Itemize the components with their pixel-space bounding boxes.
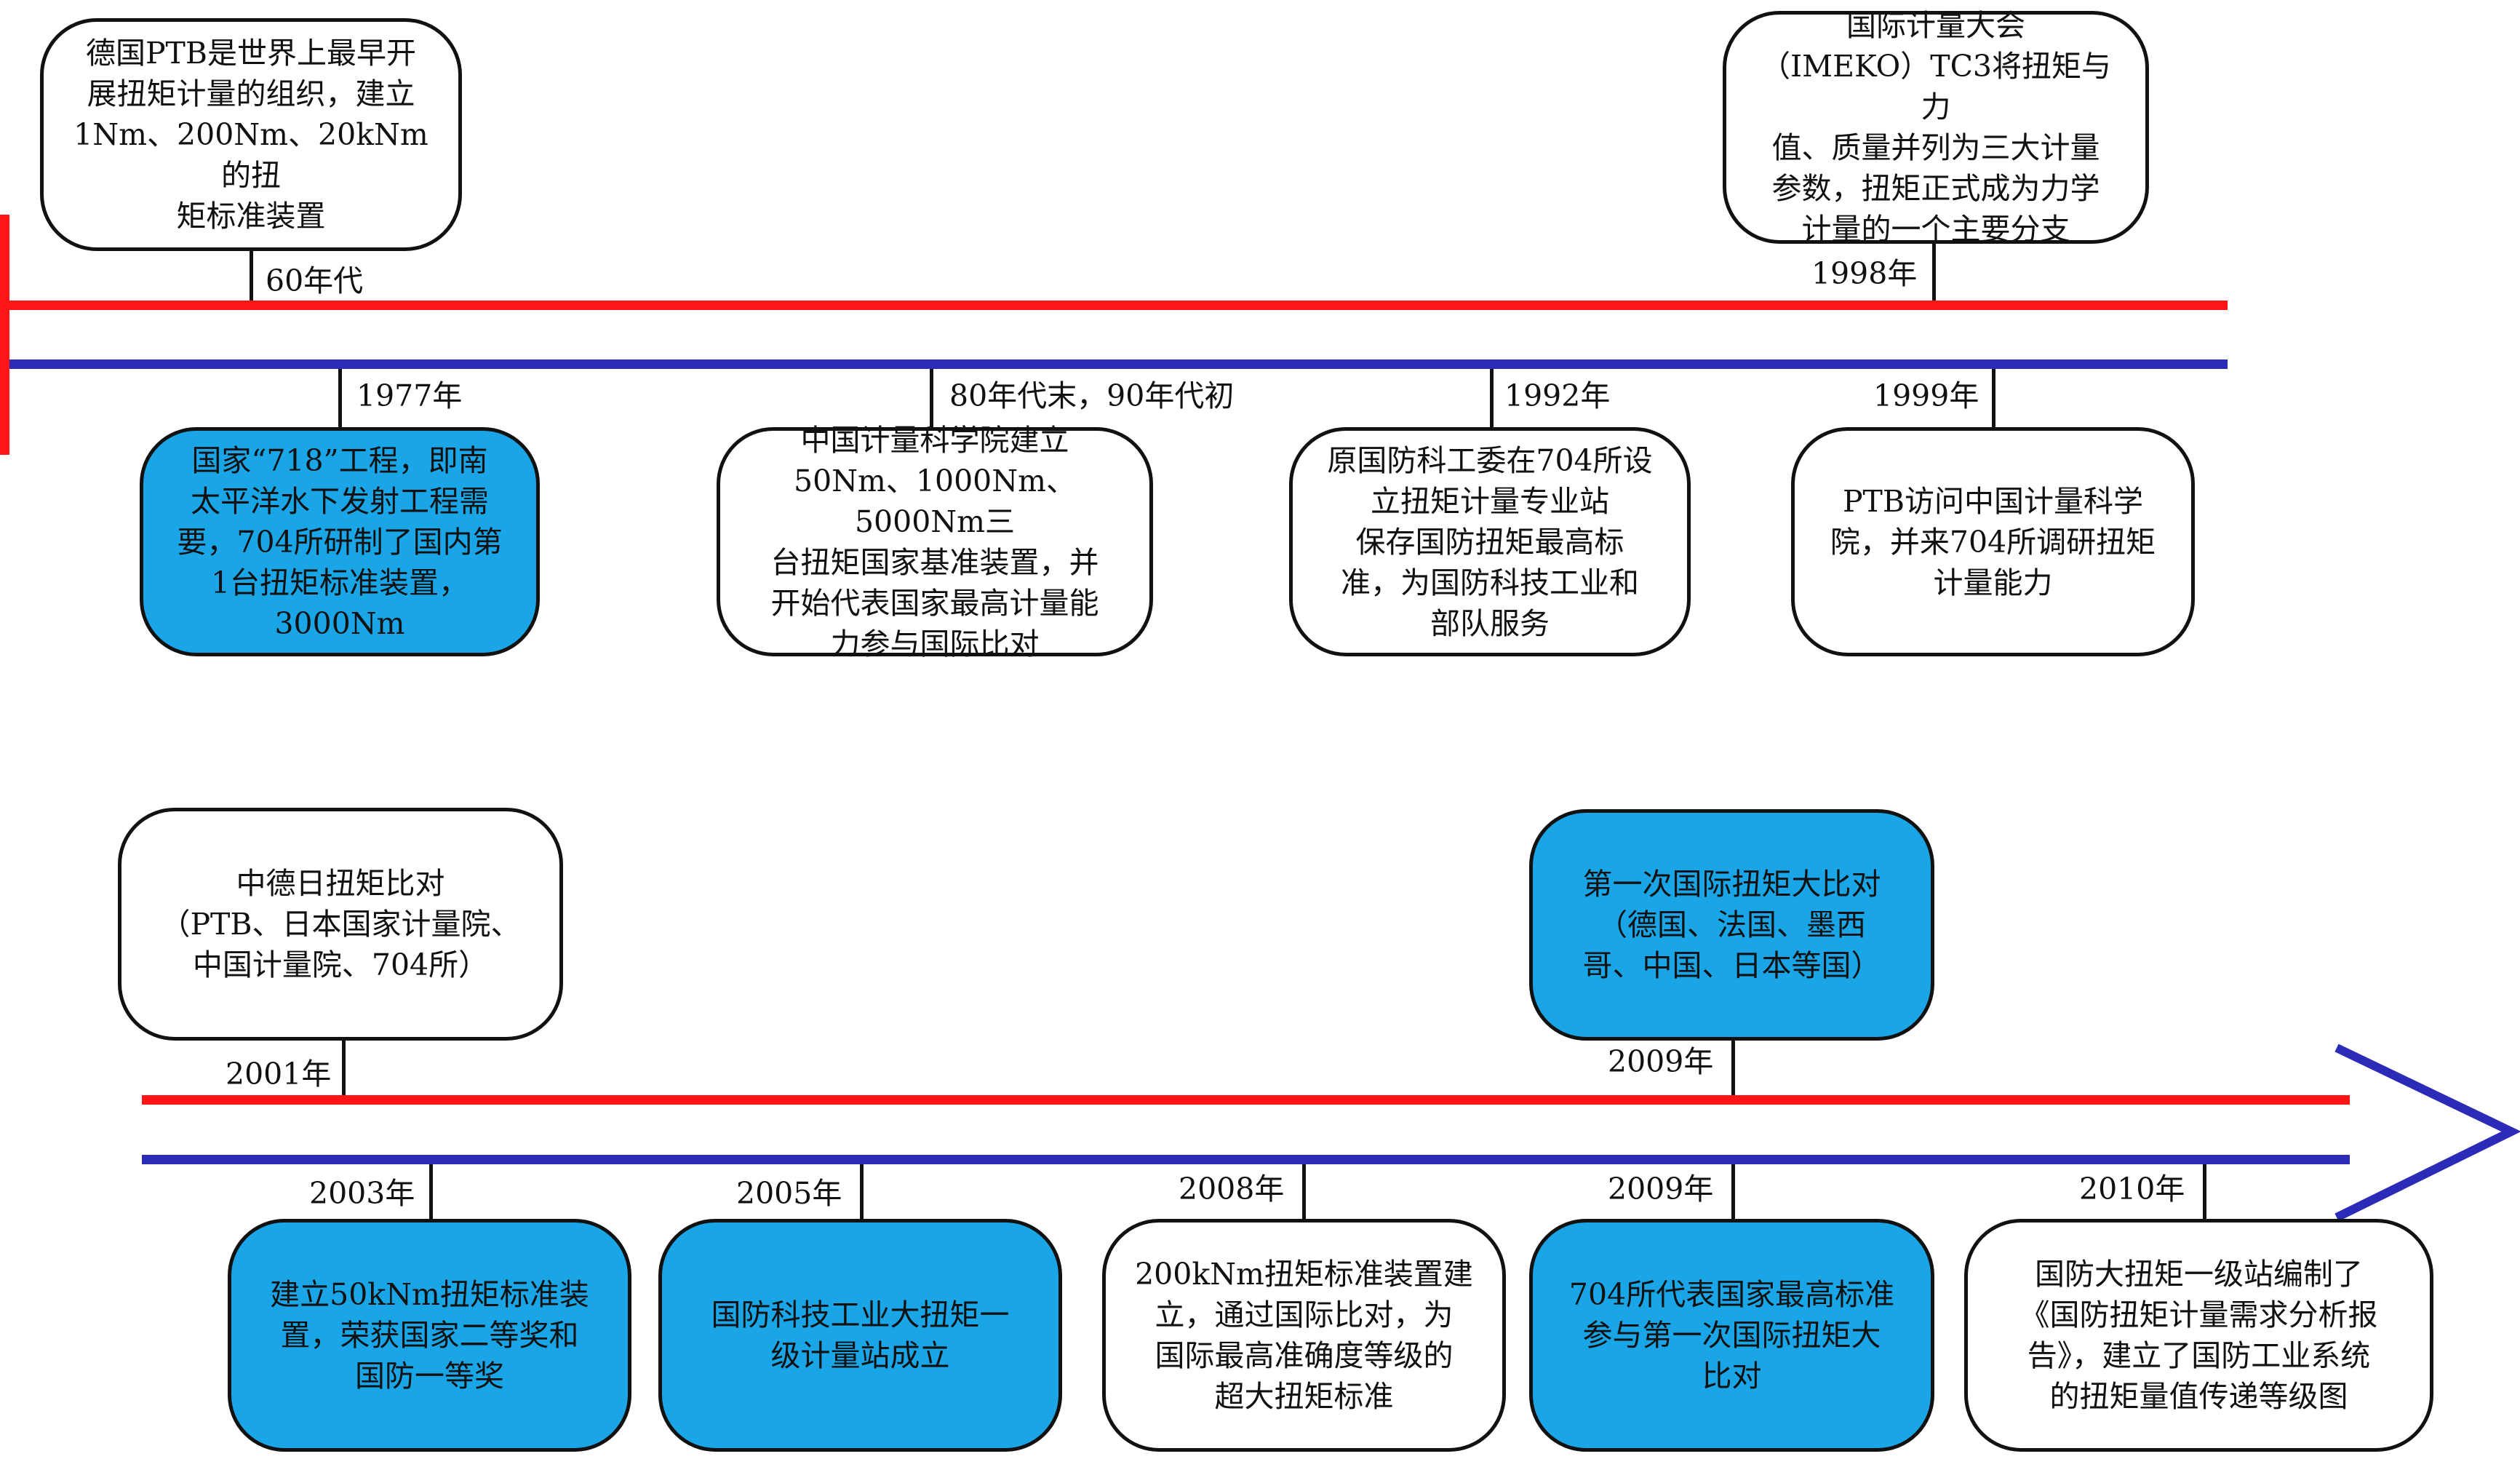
tick-1977 <box>338 369 342 427</box>
event-2009-704-participation: 704所代表国家最高标准 参与第一次国际扭矩大 比对 <box>1529 1219 1934 1452</box>
timeline2-blue-axis <box>142 1155 2350 1164</box>
tick-1998 <box>1932 244 1936 301</box>
year-label-2008: 2008年 <box>1179 1172 1285 1206</box>
tick-2009-top <box>1731 1041 1735 1095</box>
year-label-80s-90s: 80年代末，90年代初 <box>949 378 1235 413</box>
year-label-2005: 2005年 <box>736 1176 842 1211</box>
year-label-2009-bottom: 2009年 <box>1608 1172 1714 1206</box>
year-label-2010: 2010年 <box>2079 1172 2185 1206</box>
tick-2008 <box>1302 1164 1306 1219</box>
tick-2005 <box>860 1164 864 1219</box>
tick-2001 <box>342 1041 346 1095</box>
year-label-2009-top: 2009年 <box>1608 1044 1714 1079</box>
event-80s-nim-standards: 中国计量科学院建立 50Nm、1000Nm、5000Nm三 台扭矩国家基准装置，… <box>717 423 1153 661</box>
year-label-1999: 1999年 <box>1873 378 1979 413</box>
event-1998-imeko: 国际计量大会 （IMEKO）TC3将扭矩与力 值、质量并列为三大计量 参数，扭矩… <box>1723 8 2149 247</box>
year-label-2001: 2001年 <box>226 1057 332 1092</box>
tick-60s <box>250 251 253 301</box>
year-label-60s: 60年代 <box>266 263 364 298</box>
tick-2010 <box>2203 1164 2206 1219</box>
tick-80s-90s <box>930 369 933 427</box>
year-label-2003: 2003年 <box>309 1176 415 1211</box>
year-label-1998: 1998年 <box>1811 256 1918 291</box>
year-label-1992: 1992年 <box>1504 378 1611 413</box>
tick-1999 <box>1992 369 1995 427</box>
year-label-1977: 1977年 <box>356 378 463 413</box>
event-2009-first-intl-comparison: 第一次国际扭矩大比对 （德国、法国、墨西 哥、中国、日本等国） <box>1529 809 1934 1041</box>
timeline1-red-axis <box>7 301 2228 310</box>
timeline1-start-bar <box>0 215 9 455</box>
event-60s-ptb: 德国PTB是世界上最早开 展扭矩计量的组织，建立 1Nm、200Nm、20kNm… <box>40 18 462 251</box>
timeline2-red-axis <box>142 1095 2350 1105</box>
tick-2003 <box>429 1164 433 1219</box>
event-2001-trilateral-comparison: 中德日扭矩比对 （PTB、日本国家计量院、 中国计量院、704所） <box>118 808 563 1041</box>
tick-2009-bottom <box>1731 1164 1735 1219</box>
event-2003-50knm-standard: 建立50kNm扭矩标准装 置，荣获国家二等奖和 国防一等奖 <box>228 1219 631 1452</box>
event-2005-primary-station: 国防科技工业大扭矩一 级计量站成立 <box>658 1219 1062 1452</box>
event-1977-project718: 国家“718”工程，即南 太平洋水下发射工程需 要，704所研制了国内第 1台扭… <box>140 427 540 656</box>
event-1992-defense-station: 原国防科工委在704所设 立扭矩计量专业站 保存国防扭矩最高标 准，为国防科技工… <box>1289 427 1691 656</box>
timeline1-blue-axis <box>7 359 2228 369</box>
tick-1992 <box>1490 369 1494 427</box>
event-2010-report: 国防大扭矩一级站编制了 《国防扭矩计量需求分析报 告》，建立了国防工业系统 的扭… <box>1964 1219 2433 1452</box>
event-2008-200knm-standard: 200kNm扭矩标准装置建 立，通过国际比对，为 国际最高准确度等级的 超大扭矩… <box>1102 1219 1506 1452</box>
event-1999-ptb-visit: PTB访问中国计量科学 院，并来704所调研扭矩 计量能力 <box>1791 427 2195 656</box>
